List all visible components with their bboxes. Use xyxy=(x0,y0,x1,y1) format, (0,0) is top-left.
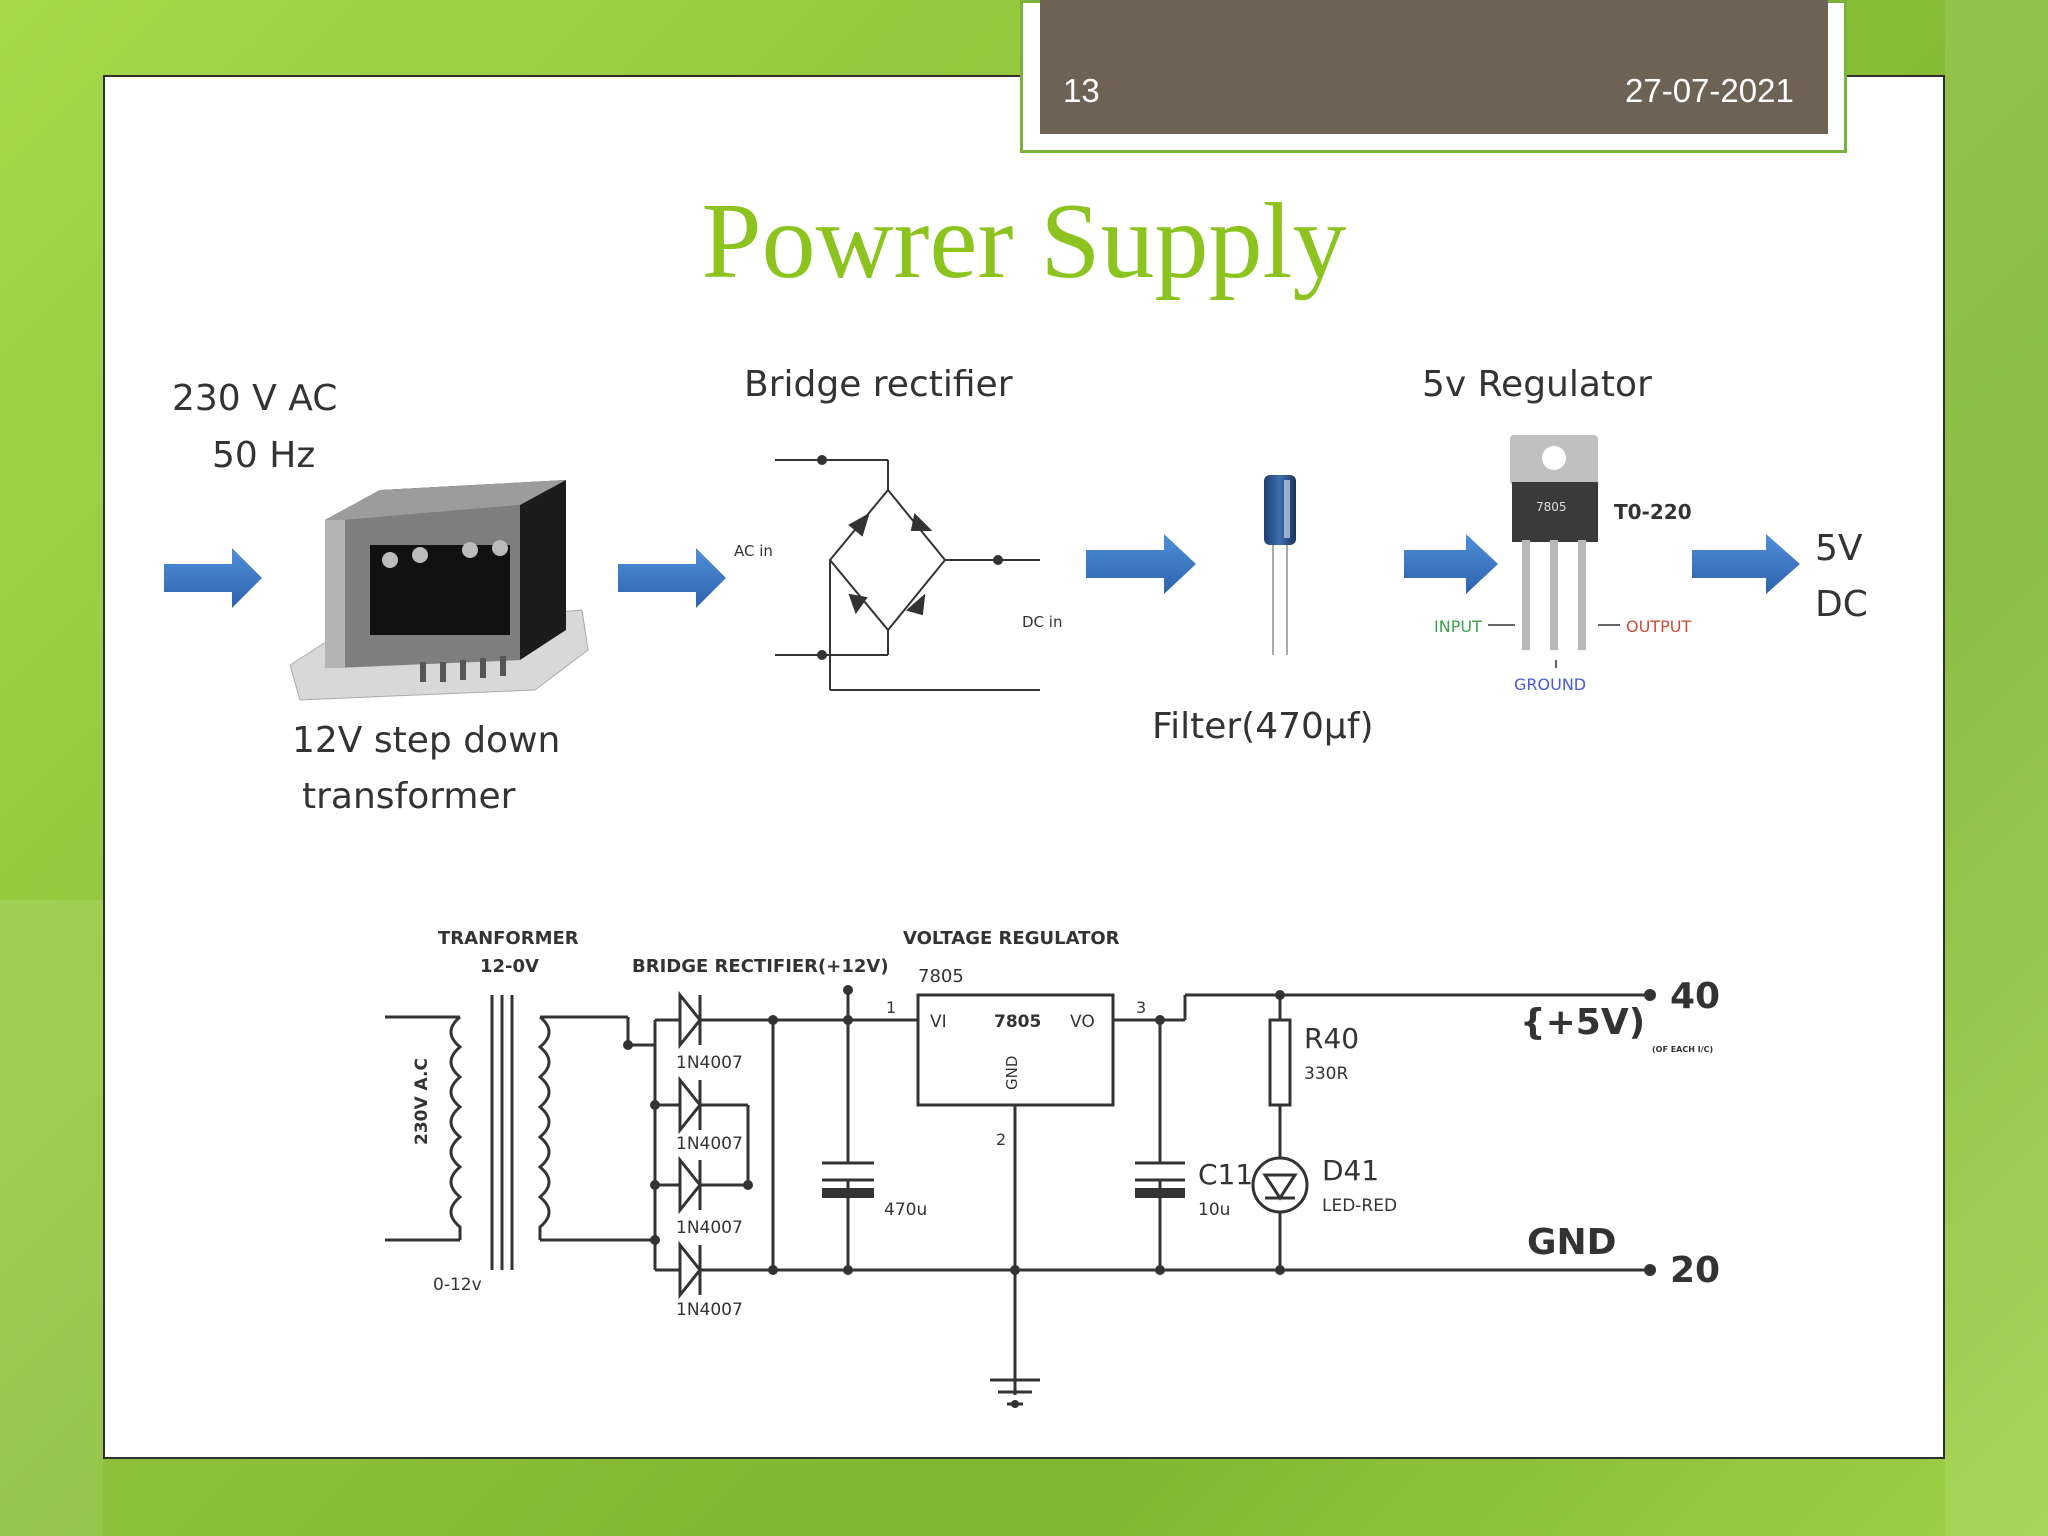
regulator-image xyxy=(1488,435,1620,668)
schematic-rail-ground-pin: 20 xyxy=(1670,1250,1721,1291)
schematic-diode-1: 1N4007 xyxy=(676,1053,743,1073)
schematic-rail-note: (OF EACH I/C) xyxy=(1652,1045,1714,1054)
schematic-primary-label: 230V A.C xyxy=(412,1058,432,1145)
schematic-rail-ground: GND xyxy=(1527,1222,1617,1263)
transformer-label: 12V step down xyxy=(292,720,561,761)
output-label: 5V xyxy=(1815,528,1863,569)
schematic-reg-chip: 7805 xyxy=(994,1012,1042,1032)
schematic-diode-4: 1N4007 xyxy=(676,1300,743,1320)
slide-canvas xyxy=(103,75,1945,1459)
bg-stripe xyxy=(1945,0,2048,1536)
header-bar xyxy=(1040,0,1828,134)
bridge-rectifier-image xyxy=(775,455,1040,691)
input-label: 230 V AC xyxy=(172,378,338,419)
schematic-led-name: D41 xyxy=(1322,1154,1380,1187)
capacitor-image xyxy=(1264,475,1296,655)
regulator-label: 5v Regulator xyxy=(1422,364,1652,405)
bg-stripe xyxy=(0,900,103,1536)
schematic-transformer-title: TRANFORMER xyxy=(438,928,579,949)
slide-number: 13 xyxy=(1063,72,1100,109)
schematic-reg-pin-in: VI xyxy=(930,1012,947,1032)
rectifier-ac-in: AC in xyxy=(734,542,773,560)
schematic-transformer-rating: 12-0V xyxy=(480,956,539,977)
arrow-transformer-to-rectifier xyxy=(618,548,726,608)
regulator-chip-label: 7805 xyxy=(1536,500,1567,514)
schematic-pin-2: 2 xyxy=(996,1130,1007,1149)
schematic-filter-cap: 470u xyxy=(884,1200,928,1220)
transformer-label-2: transformer xyxy=(302,776,516,817)
filter-label: Filter(470µf) xyxy=(1152,706,1374,747)
schematic-led-value: LED-RED xyxy=(1322,1196,1398,1216)
output-dc-label: DC xyxy=(1815,584,1868,625)
schematic-diode-2: 1N4007 xyxy=(676,1134,743,1154)
arrow-input xyxy=(164,548,262,608)
rectifier-dc-out: DC in xyxy=(1022,613,1063,631)
schematic-secondary-label: 0-12v xyxy=(433,1275,482,1295)
regulator-package-label: T0-220 xyxy=(1614,500,1692,524)
page-title: Powrer Supply xyxy=(701,182,1347,301)
schematic-out-cap-value: 10u xyxy=(1198,1200,1231,1220)
schematic-resistor-value: 330R xyxy=(1304,1064,1349,1084)
schematic-rail-positive: {+5V) xyxy=(1520,1002,1646,1043)
schematic-reg-pin-out: VO xyxy=(1070,1012,1095,1032)
regulator-ground-label: GROUND xyxy=(1514,675,1587,694)
arrow-rectifier-to-filter xyxy=(1086,534,1196,594)
schematic-regulator-part: 7805 xyxy=(918,966,964,987)
regulator-input-label: INPUT xyxy=(1434,617,1482,636)
input-frequency-label: 50 Hz xyxy=(212,435,316,476)
transformer-image xyxy=(289,480,589,701)
schematic-rail-positive-pin: 40 xyxy=(1670,976,1721,1017)
slide-date: 27-07-2021 xyxy=(1625,72,1794,109)
rectifier-label: Bridge rectifier xyxy=(744,364,1013,405)
arrow-output xyxy=(1692,534,1800,594)
schematic-diode-3: 1N4007 xyxy=(676,1218,743,1238)
schematic-pin-1: 1 xyxy=(886,998,897,1017)
regulator-output-label: OUTPUT xyxy=(1626,617,1692,636)
schematic-regulator-title: VOLTAGE REGULATOR xyxy=(903,928,1120,949)
schematic-rectifier-title: BRIDGE RECTIFIER(+12V) xyxy=(632,956,889,977)
schematic-resistor-name: R40 xyxy=(1304,1022,1360,1055)
schematic-dots xyxy=(623,985,1656,1408)
schematic-pin-3: 3 xyxy=(1136,998,1147,1017)
arrow-filter-to-regulator xyxy=(1404,534,1498,594)
schematic xyxy=(385,990,1650,1406)
schematic-out-cap-name: C11 xyxy=(1198,1158,1254,1191)
schematic-reg-pin-gnd: GND xyxy=(1003,1055,1021,1090)
